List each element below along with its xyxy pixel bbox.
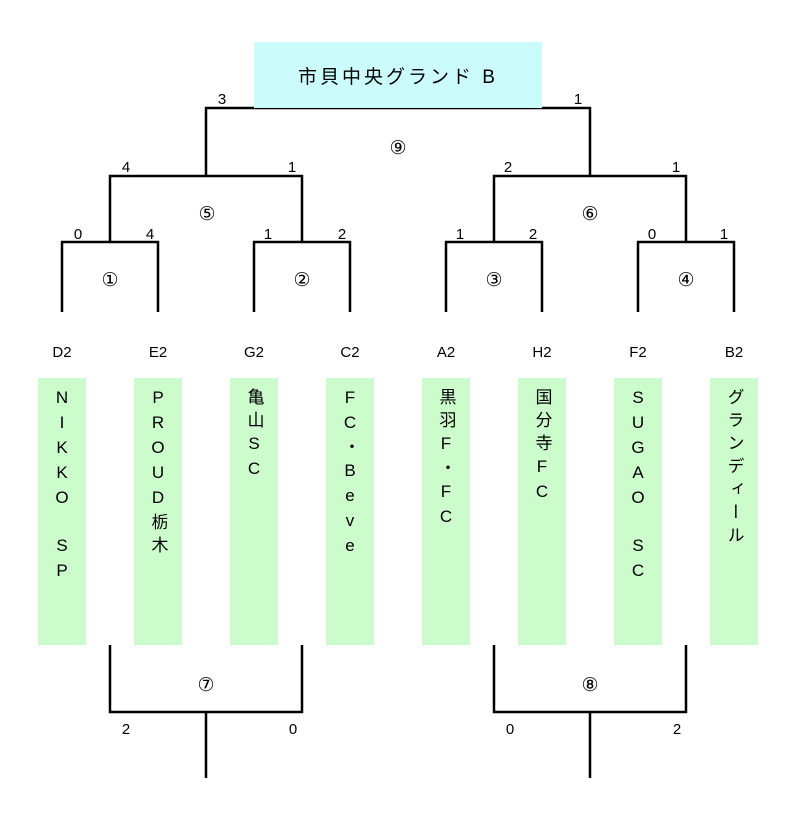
match-3-label: ③ [485, 270, 503, 291]
match-1-score-right: 4 [145, 226, 155, 243]
team-box: 国分寺FC [518, 378, 566, 645]
team-name: グランディール [724, 388, 744, 549]
match-2-score-right: 2 [337, 226, 347, 243]
match-9-line [204, 106, 592, 176]
team-name: NIKKO SP [52, 388, 72, 586]
match-8-score-left: 0 [505, 721, 515, 738]
slot-label: G2 [243, 344, 265, 361]
match-9-score-right: 1 [573, 91, 583, 108]
match-9-score-left: 3 [217, 91, 227, 108]
match-3-score-right: 2 [528, 226, 538, 243]
slot-label: H2 [532, 344, 552, 361]
team-box: 亀山SC [230, 378, 278, 645]
slot-label: C2 [340, 344, 360, 361]
slot-label: A2 [436, 344, 456, 361]
team-name: 黒羽F・FC [436, 388, 456, 532]
match-6-label: ⑥ [581, 204, 599, 225]
slot-label: E2 [148, 344, 168, 361]
match-4-score-right: 1 [719, 226, 729, 243]
match-5-label: ⑤ [198, 204, 216, 225]
team-name: 亀山SC [244, 388, 264, 484]
team-name: 国分寺FC [532, 388, 552, 507]
match-1-label: ① [101, 270, 119, 291]
venue-title: 市貝中央グランド B [254, 42, 542, 108]
match-4-label: ④ [677, 270, 695, 291]
team-name: FC・Beve [340, 388, 360, 561]
match-8-score-right: 2 [672, 721, 682, 738]
team-box: SUGAO SC [614, 378, 662, 645]
match-2-label: ② [293, 270, 311, 291]
match-5-score-left: 4 [121, 159, 131, 176]
match-6-score-right: 1 [671, 159, 681, 176]
team-box: NIKKO SP [38, 378, 86, 645]
match-4-score-left: 0 [647, 226, 657, 243]
match-7-label: ⑦ [197, 675, 215, 696]
team-box: グランディール [710, 378, 758, 645]
team-name: PROUD栃木 [148, 388, 168, 559]
slot-label: D2 [52, 344, 72, 361]
match-6-score-left: 2 [503, 159, 513, 176]
team-name: SUGAO SC [628, 388, 648, 586]
team-box: PROUD栃木 [134, 378, 182, 645]
match-7-score-left: 2 [121, 721, 131, 738]
match-8-label: ⑧ [581, 675, 599, 696]
match-5-score-right: 1 [287, 159, 297, 176]
slot-label: F2 [629, 344, 647, 361]
match-7-score-right: 0 [288, 721, 298, 738]
team-box: 黒羽F・FC [422, 378, 470, 645]
slot-label: B2 [724, 344, 744, 361]
match-3-score-left: 1 [455, 226, 465, 243]
match-1-score-left: 0 [73, 226, 83, 243]
match-9-label: ⑨ [389, 138, 407, 159]
match-2-score-left: 1 [263, 226, 273, 243]
team-box: FC・Beve [326, 378, 374, 645]
